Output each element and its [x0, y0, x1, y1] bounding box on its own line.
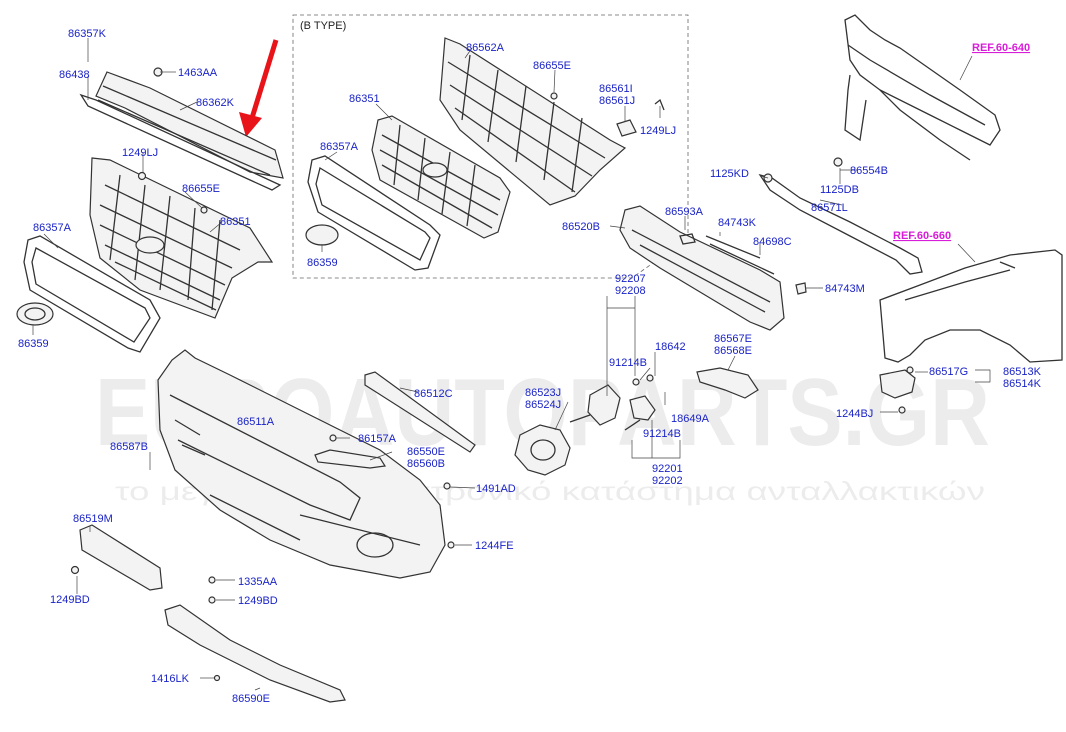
- lower-lip-part: [164, 604, 346, 703]
- grille-frame-part: [23, 235, 161, 353]
- front-panel-part: [844, 14, 1001, 161]
- part-label[interactable]: 92201: [652, 463, 683, 475]
- grille-part: [89, 157, 274, 319]
- part-label[interactable]: 86567E: [714, 333, 752, 345]
- part-label[interactable]: 86511A: [237, 416, 275, 428]
- part-label[interactable]: 1416LK: [151, 673, 190, 685]
- part-label[interactable]: 86520B: [562, 221, 600, 233]
- emblem-part-left: [16, 302, 54, 326]
- hardware-parts: [70, 67, 914, 682]
- part-label[interactable]: 86357A: [320, 141, 359, 153]
- fender-part: [879, 249, 1063, 363]
- part-label[interactable]: 86157A: [358, 433, 397, 445]
- part-label[interactable]: 86357A: [33, 222, 72, 234]
- part-label[interactable]: 1335AA: [238, 576, 278, 588]
- part-label[interactable]: 86568E: [714, 345, 752, 357]
- garnish-part: [314, 449, 387, 469]
- part-label[interactable]: 1249BD: [50, 594, 90, 606]
- part-label[interactable]: 91214B: [609, 357, 647, 369]
- part-label[interactable]: 1249LJ: [640, 125, 676, 137]
- lower-grille-part: [364, 371, 476, 453]
- b-type-label: (B TYPE): [300, 20, 346, 32]
- b-type-grille-part: [439, 37, 627, 206]
- part-label[interactable]: 1125KD: [710, 168, 749, 180]
- ref-link[interactable]: REF.60-640: [972, 42, 1030, 54]
- part-label[interactable]: 86512C: [414, 388, 453, 400]
- license-bracket-part: [79, 524, 163, 591]
- part-label[interactable]: 92202: [652, 475, 683, 487]
- part-label[interactable]: 86590E: [232, 693, 270, 705]
- part-label[interactable]: 1125DB: [820, 184, 859, 196]
- part-label[interactable]: 86351: [220, 216, 251, 228]
- part-label[interactable]: 86562A: [466, 42, 505, 54]
- part-label[interactable]: 86571L: [811, 202, 848, 214]
- part-label[interactable]: 86357K: [68, 28, 107, 40]
- part-label[interactable]: 18649A: [671, 413, 710, 425]
- part-label[interactable]: 86655E: [533, 60, 571, 72]
- right-bumper-bracket-part: [879, 369, 916, 399]
- red-arrow-icon: [239, 39, 279, 137]
- part-label[interactable]: 86351: [349, 93, 380, 105]
- part-label[interactable]: 86519M: [73, 513, 113, 525]
- part-label[interactable]: 92207: [615, 273, 646, 285]
- part-label[interactable]: 1249BD: [238, 595, 278, 607]
- part-label[interactable]: 1244BJ: [836, 408, 873, 420]
- grille-molding-part: [79, 71, 284, 191]
- ref-leaders: [957, 55, 976, 263]
- part-label[interactable]: 86359: [307, 257, 338, 269]
- part-label[interactable]: 86560B: [407, 458, 445, 470]
- part-label[interactable]: 86550E: [407, 446, 445, 458]
- absorber-strips-part: [679, 233, 807, 295]
- part-label[interactable]: 86593A: [665, 206, 704, 218]
- part-label[interactable]: 86438: [59, 69, 90, 81]
- part-label[interactable]: 86561I: [599, 83, 633, 95]
- b-type-emblem-part: [305, 224, 339, 246]
- part-label[interactable]: 86523J: [525, 387, 561, 399]
- part-label[interactable]: 92208: [615, 285, 646, 297]
- part-label[interactable]: 18642: [655, 341, 686, 353]
- part-label[interactable]: 86587B: [110, 441, 148, 453]
- part-label[interactable]: 86655E: [182, 183, 220, 195]
- part-label[interactable]: 86359: [18, 338, 49, 350]
- bumper-beam-part: [619, 205, 785, 331]
- side-bracket-part: [696, 367, 759, 399]
- part-label[interactable]: 84698C: [753, 236, 792, 248]
- part-label[interactable]: 86561J: [599, 95, 635, 107]
- part-label[interactable]: 1463AA: [178, 67, 218, 79]
- part-label[interactable]: 86514K: [1003, 378, 1042, 390]
- ref-link[interactable]: REF.60-660: [893, 230, 951, 242]
- leader-lines: [32, 38, 991, 691]
- fog-lamp-part: [569, 384, 656, 431]
- part-label[interactable]: 86524J: [525, 399, 561, 411]
- grille-bracket-part: [616, 98, 665, 137]
- part-label[interactable]: 1491AD: [476, 483, 516, 495]
- part-label[interactable]: 1249LJ: [122, 147, 158, 159]
- part-label[interactable]: 86517G: [929, 366, 968, 378]
- b-type-mesh-grille-part: [371, 115, 511, 239]
- part-label[interactable]: 91214B: [643, 428, 681, 440]
- part-label[interactable]: 86554B: [850, 165, 888, 177]
- part-labels: 86357K 86438 1463AA 86362K 1249LJ 86655E…: [18, 28, 1042, 705]
- part-label[interactable]: 84743K: [718, 217, 757, 229]
- part-label[interactable]: 86513K: [1003, 366, 1042, 378]
- b-type-grille-frame-part: [307, 155, 441, 271]
- part-label[interactable]: 84743M: [825, 283, 865, 295]
- part-label[interactable]: 1244FE: [475, 540, 514, 552]
- bumper-cover-part: [157, 349, 446, 579]
- part-label[interactable]: 86362K: [196, 97, 235, 109]
- side-strip-part: [758, 173, 923, 275]
- fog-lamp-bezel-part: [514, 424, 571, 476]
